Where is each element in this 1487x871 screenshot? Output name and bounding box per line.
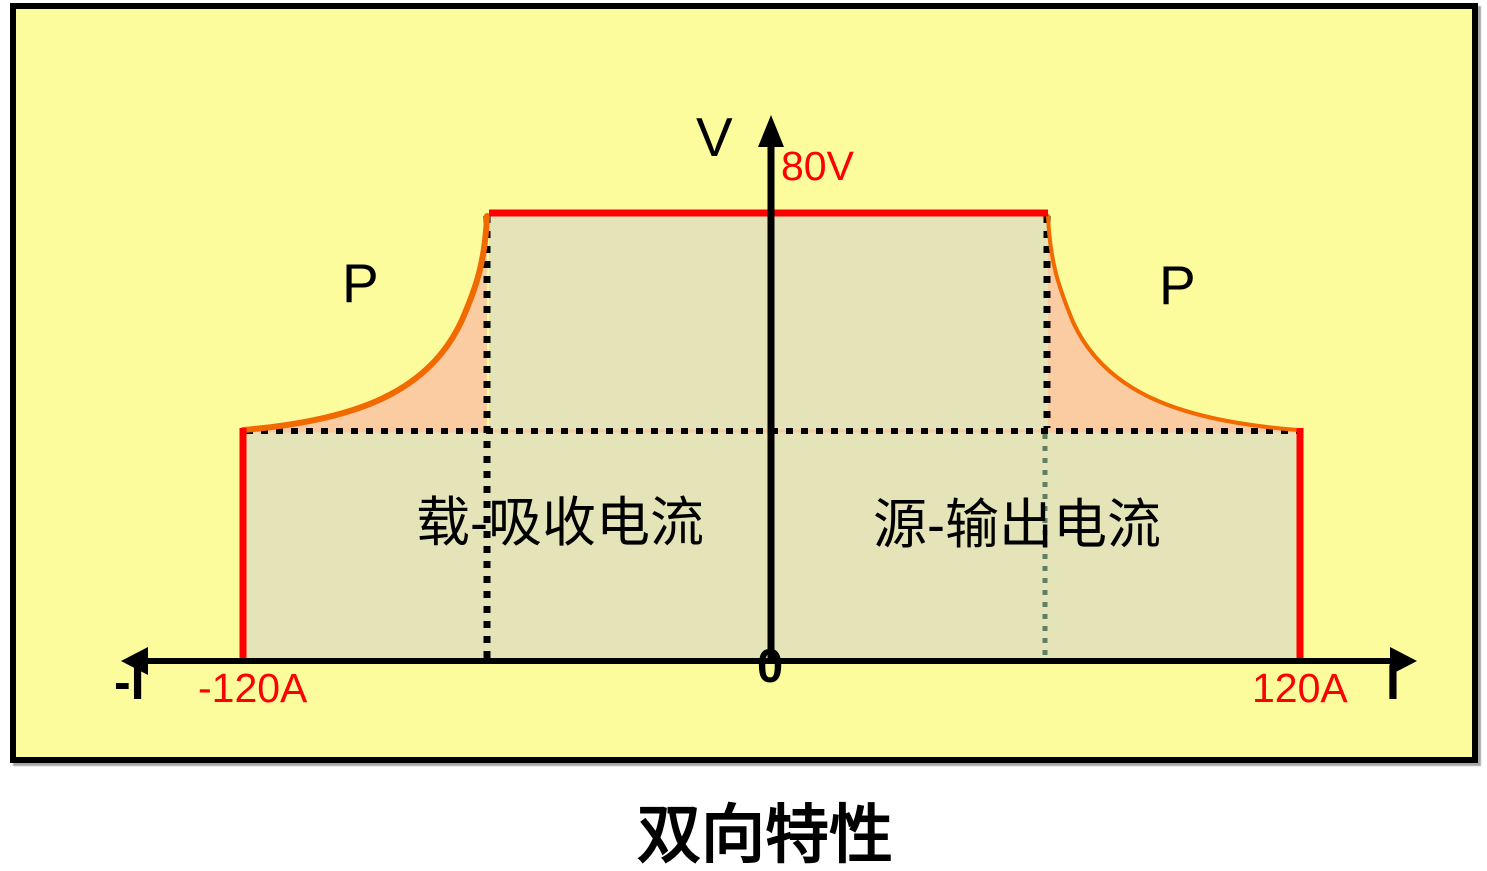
figure-title: 双向特性 — [637, 799, 893, 871]
y-axis-label: V — [696, 106, 733, 168]
plot-area-box — [10, 3, 1478, 763]
power-label-left: P — [342, 252, 379, 314]
x-axis-neg-label: -I — [114, 654, 145, 710]
current-min-label: -120A — [198, 665, 308, 711]
current-max-label: 120A — [1252, 665, 1348, 711]
origin-label: 0 — [757, 639, 784, 692]
power-label-right: P — [1159, 254, 1196, 316]
x-axis-pos-label: I — [1386, 654, 1400, 710]
sink-region-label: 载-吸收电流 — [416, 493, 704, 553]
source-region-label: 源-输出电流 — [873, 495, 1161, 555]
voltage-max-label: 80V — [781, 143, 854, 189]
